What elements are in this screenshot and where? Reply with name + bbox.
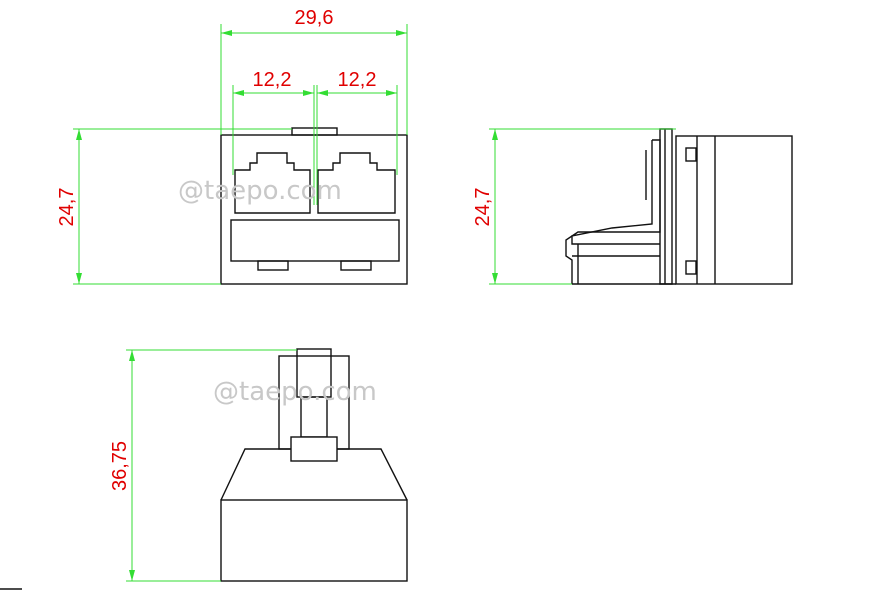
watermark-front: @taepo.com xyxy=(178,176,342,206)
side-view-clip-inner xyxy=(571,140,660,245)
side-view-latch-bottom xyxy=(685,260,697,275)
arrow-port-left-b xyxy=(303,90,314,96)
front-view-foot-right xyxy=(340,260,372,271)
arrow-top-height-bottom xyxy=(129,570,135,581)
arrow-front-height-top xyxy=(76,129,82,140)
dim-front-width: 29,6 xyxy=(295,7,334,29)
side-view-block xyxy=(675,135,793,285)
arrow-port-right-b xyxy=(386,90,397,96)
front-view: 29,6 12,2 12,2 24,7 @taepo.com xyxy=(56,7,408,285)
top-view-latch-base xyxy=(290,436,338,462)
top-view-body xyxy=(220,499,408,582)
arrow-port-left-a xyxy=(233,90,244,96)
front-view-plug-opening xyxy=(230,219,400,262)
arrow-front-width-left xyxy=(221,30,232,36)
watermark-top: @taepo.com xyxy=(213,377,377,407)
dim-port-right: 12,2 xyxy=(338,69,377,91)
arrow-side-height-bottom xyxy=(492,273,498,284)
dim-side-height: 24,7 xyxy=(472,188,494,227)
arrow-side-height-top xyxy=(492,129,498,140)
arrow-front-width-right xyxy=(396,30,407,36)
side-view-plate xyxy=(659,128,673,285)
arrow-top-height-top xyxy=(129,350,135,361)
left-rj45-port xyxy=(234,152,311,214)
dim-port-left: 12,2 xyxy=(253,69,292,91)
dim-top-height: 36,75 xyxy=(109,441,131,491)
right-rj45-port xyxy=(317,152,396,214)
arrow-front-height-bottom xyxy=(76,273,82,284)
side-view: 24,7 xyxy=(472,128,793,285)
top-view: 36,75 @taepo.com xyxy=(109,348,408,582)
side-view-latch-top xyxy=(685,147,697,162)
front-view-foot-left xyxy=(257,260,289,271)
dim-front-height: 24,7 xyxy=(56,188,78,227)
arrow-port-right-a xyxy=(317,90,328,96)
